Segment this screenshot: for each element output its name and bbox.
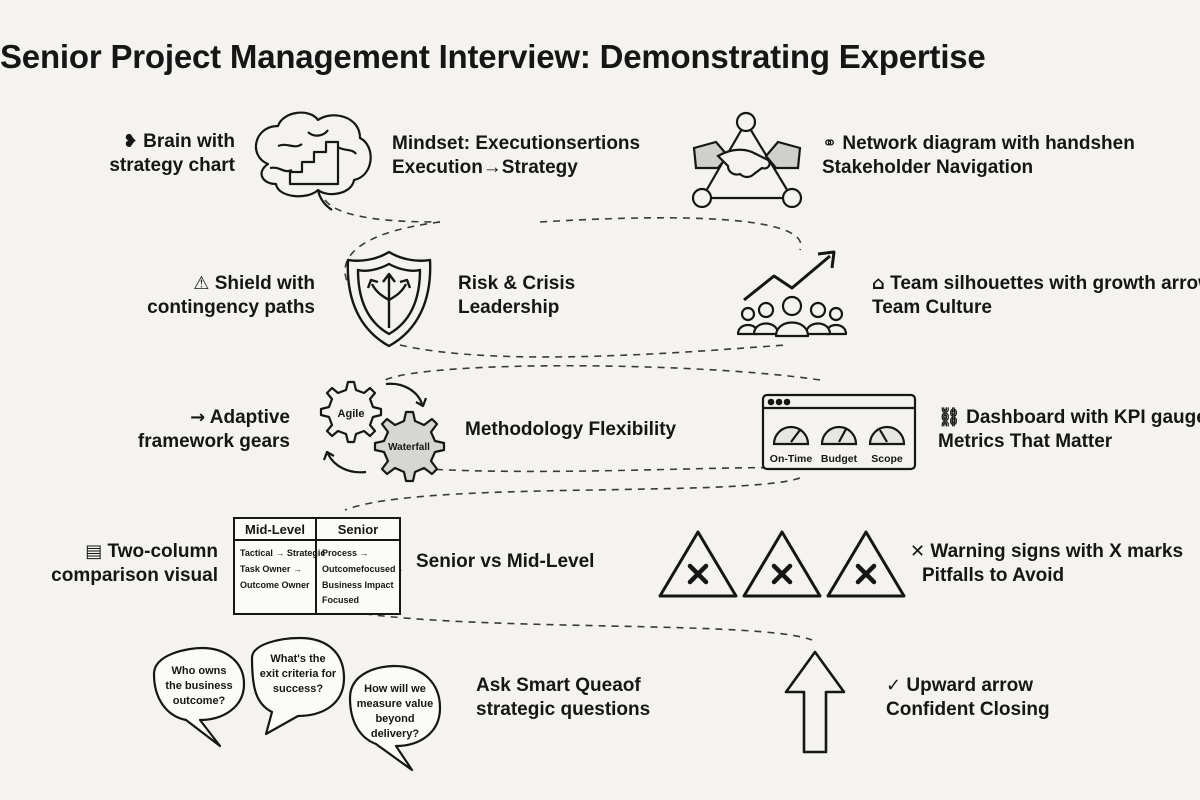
- warning-caption: ✕ Warning signs with X marks Pitfalls to…: [910, 541, 1184, 586]
- kpi-dashboard-icon: On-Time Budget Scope: [761, 393, 917, 471]
- comparison-table-icon: Mid-Level Senior Tactical → Strategic Ta…: [233, 517, 402, 615]
- shield-contingency-icon: [346, 250, 432, 348]
- network-handshake-icon: [691, 111, 803, 209]
- comparison-col2-row: Outcomefocused →: [322, 564, 402, 574]
- smart-questions-topic: Ask Smart Queaof strategic questions: [476, 675, 651, 720]
- risk-topic: Risk & Crisis Leadership: [458, 273, 576, 318]
- comparison-bullet-icon: ▤: [85, 541, 103, 562]
- comparison-col2-row: Process →: [322, 548, 369, 558]
- brain-strategy-icon: [254, 111, 372, 211]
- warning-bullet-icon: ✕: [910, 541, 926, 562]
- comparison-col1-row: Task Owner →: [240, 564, 302, 574]
- team-bullet-icon: ⌂: [872, 273, 885, 294]
- bubble1-line: the business: [165, 680, 232, 692]
- network-bullet-icon: ⚭: [822, 133, 838, 154]
- gear-agile-label: Agile: [338, 408, 365, 420]
- warning-signs-icon: [658, 530, 906, 598]
- bubble1-line: outcome?: [173, 695, 226, 707]
- comparison-col1-row: Tactical → Strategic: [240, 548, 325, 558]
- bubble2-line: success?: [273, 683, 323, 695]
- bubble2-line: What's the: [270, 653, 325, 665]
- closing-caption: ✓ Upward arrow Confident Closing: [886, 675, 1050, 720]
- comparison-col1-header: Mid-Level: [245, 522, 305, 537]
- dashboard-bullet-icon: ⛓: [938, 407, 961, 428]
- bubble1-line: Who owns: [172, 665, 227, 677]
- page-title: Senior Project Management Interview: Dem…: [0, 38, 986, 75]
- bubble3-line: delivery?: [371, 728, 420, 740]
- dashboard-caption: ⛓ Dashboard with KPI gauges Metrics That…: [938, 407, 1200, 452]
- bubble3-line: How will we: [364, 683, 426, 695]
- bubble3-line: measure value: [357, 698, 433, 710]
- gear-waterfall-label: Waterfall: [388, 442, 430, 453]
- speech-bubbles-icon: Who owns the business outcome? What's th…: [152, 636, 442, 772]
- comparison-col2-header: Senior: [338, 522, 378, 537]
- shield-bullet-icon: ⚠: [193, 273, 210, 294]
- gauge-budget-label: Budget: [821, 453, 858, 465]
- network-caption: ⚭ Network diagram with handshen Stakehol…: [822, 133, 1135, 178]
- gears-caption: → Adaptive framework gears: [137, 407, 290, 452]
- comparison-col2-row: Focused: [322, 595, 359, 605]
- comparison-col2-row: Business Impact: [322, 580, 394, 590]
- gauge-on-time-label: On-Time: [770, 453, 813, 465]
- framework-gears-icon: Agile Waterfall: [319, 380, 446, 483]
- gears-bullet-icon: →: [190, 407, 206, 428]
- team-growth-icon: [736, 250, 848, 338]
- bubble2-line: exit criteria for: [260, 668, 337, 680]
- bubble3-line: beyond: [375, 713, 414, 725]
- shield-caption: ⚠ Shield with contingency paths: [147, 273, 315, 318]
- brain-caption: ❥ Brain with strategy chart: [109, 131, 235, 176]
- upward-arrow-icon: [784, 650, 846, 754]
- closing-bullet-icon: ✓: [886, 675, 902, 696]
- comparison-caption: ▤ Two-column comparison visual: [51, 541, 218, 586]
- methodology-topic: Methodology Flexibility: [465, 419, 677, 440]
- gauge-scope-label: Scope: [871, 453, 903, 465]
- brain-bullet-icon: ❥: [122, 131, 138, 152]
- senior-vs-mid-topic: Senior vs Mid-Level: [416, 551, 595, 572]
- team-caption: ⌂ Team silhouettes with growth arrow Tea…: [872, 273, 1200, 318]
- mindset-topic: Mindset: Executionsertions Execution→Str…: [392, 133, 641, 178]
- comparison-col1-row: Outcome Owner: [240, 580, 310, 590]
